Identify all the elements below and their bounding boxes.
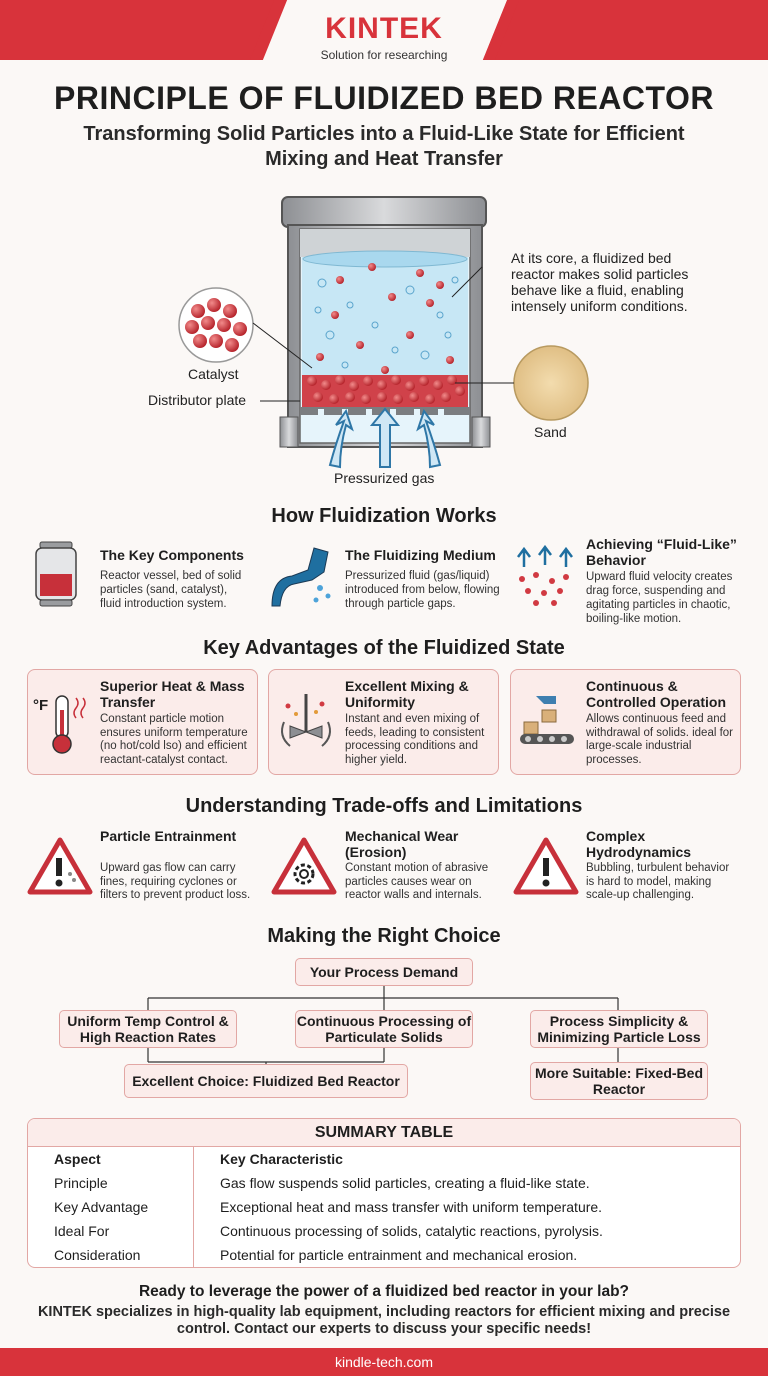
how-item-1-text: Reactor vessel, bed of solid particles (… [100,570,242,610]
how-item-1-title: The Key Components [100,547,244,563]
table-row: Ideal For Continuous processing of solid… [28,1219,740,1243]
summary-header-row: Aspect Key Characteristic [28,1147,740,1171]
tradeoff-2-text: Constant motion of abrasive particles ca… [345,862,489,901]
table-row: Principle Gas flow suspends solid partic… [28,1171,740,1195]
summary-table: SUMMARY TABLE Aspect Key Characteristic … [27,1118,741,1268]
page-title: PRINCIPLE OF FLUIDIZED BED REACTOR [54,80,714,116]
table-cell-aspect: Key Advantage [54,1199,149,1215]
core-description: At its core, a fluidized bed reactor mak… [511,250,689,314]
cta-heading: Ready to leverage the power of a fluidiz… [138,1283,630,1300]
how-item-2-text: Pressurized fluid (gas/liquid) introduce… [345,570,500,610]
reactor-diagram [178,196,589,469]
choice-result-fluidized: Excellent Choice: Fluidized Bed Reactor [124,1064,408,1098]
choice-option-simplicity: Process Simplicity & Minimizing Particle… [530,1010,708,1048]
fahrenheit-label: °F [33,697,49,714]
table-cell-desc: Potential for particle entrainment and m… [220,1247,578,1263]
advantage-1-text: Constant particle motion ensures uniform… [100,713,248,766]
how-item-3-title: Achieving “Fluid-Like” Behavior [586,536,737,568]
catalyst-label: Catalyst [188,366,239,382]
page-subtitle: Transforming Solid Particles into a Flui… [83,123,685,170]
advantage-2-title: Excellent Mixing & Uniformity [345,678,469,710]
table-cell-aspect: Principle [54,1175,108,1191]
table-row: Consideration Potential for particle ent… [28,1243,740,1267]
table-row: Key Advantage Exceptional heat and mass … [28,1195,740,1219]
warning-icon [513,837,579,895]
fuel-nozzle-icon [271,547,331,607]
table-cell-aspect: Ideal For [54,1223,110,1239]
brand-tagline: Solution for researching [320,48,448,62]
upward-flow-icon [517,545,573,606]
warning-gear-icon [271,837,337,895]
how-item-3-text: Upward fluid velocity creates drag force… [586,571,733,625]
decision-connectors [147,986,619,1064]
summary-table-title: SUMMARY TABLE [28,1119,740,1147]
choice-option-uniform-temp: Uniform Temp Control & High Reaction Rat… [59,1010,237,1048]
advantage-2-text: Instant and even mixing of feeds, leadin… [345,713,485,766]
cta-text: KINTEK specializes in high-quality lab e… [37,1304,731,1337]
mixer-icon [281,694,331,747]
choice-result-fixed-bed: More Suitable: Fixed-Bed Reactor [530,1062,708,1100]
advantage-1-title: Superior Heat & Mass Transfer [100,678,245,710]
sand-label: Sand [534,424,567,440]
choice-heading: Making the Right Choice [267,925,501,947]
advantages-heading: Key Advantages of the Fluidized State [203,637,565,659]
how-heading: How Fluidization Works [271,505,497,527]
conveyor-icon [520,696,574,744]
thermometer-icon [52,695,86,754]
gas-label: Pressurized gas [334,470,435,486]
table-cell-desc: Exceptional heat and mass transfer with … [220,1199,603,1215]
tradeoff-1-text: Upward gas flow can carry fines, requiri… [100,862,251,901]
how-item-2-title: The Fluidizing Medium [345,547,496,563]
advantage-3-text: Allows continuous feed and withdrawal of… [586,713,734,766]
advantage-3-title: Continuous & Controlled Operation [586,678,726,710]
summary-col-characteristic: Key Characteristic [220,1151,343,1167]
summary-col-aspect: Aspect [54,1151,101,1167]
distributor-plate-label: Distributor plate [148,392,247,408]
warning-particles-icon [27,837,93,895]
tradeoff-3-title: Complex Hydrodynamics [586,828,692,860]
header-banner [0,0,768,60]
table-cell-aspect: Consideration [54,1247,141,1263]
tradeoff-3-text: Bubbling, turbulent behavior is hard to … [586,862,730,901]
table-cell-desc: Gas flow suspends solid particles, creat… [220,1175,590,1191]
choice-option-continuous: Continuous Processing of Particulate Sol… [295,1010,473,1048]
table-cell-desc: Continuous processing of solids, catalyt… [220,1223,603,1239]
tradeoffs-heading: Understanding Trade-offs and Limitations [185,795,583,817]
tradeoff-1-title: Particle Entrainment [100,828,237,844]
reactor-vessel-icon [35,541,77,607]
choice-root: Your Process Demand [295,958,473,986]
footer-website-link[interactable]: kindle-tech.com [0,1348,768,1376]
brand-logo: KINTEK [325,12,443,45]
tradeoff-2-title: Mechanical Wear (Erosion) [345,828,459,860]
